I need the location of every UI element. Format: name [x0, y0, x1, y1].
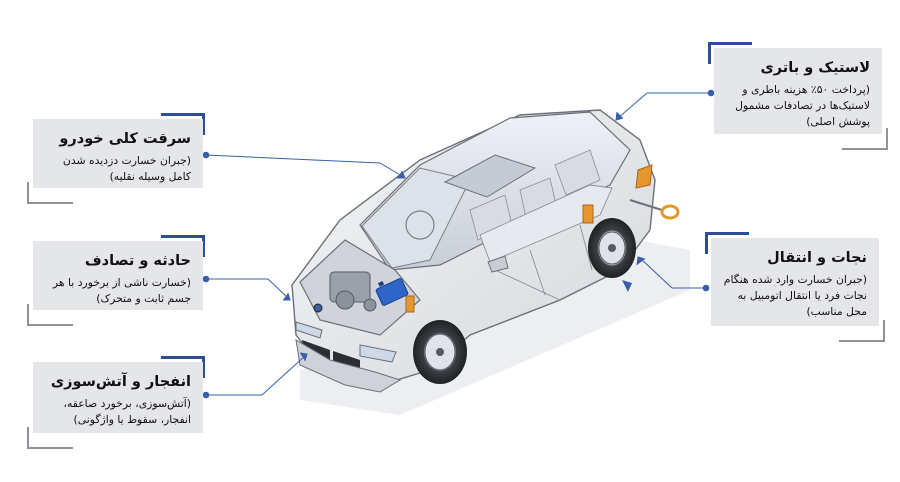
floor-shadow — [300, 235, 690, 415]
callout-description: (پرداخت ۵۰٪ هزینه باطری و لاستیک‌ها در ت… — [735, 83, 870, 128]
callout-theft: سرقت کلی خودرو (جبران خسارت دزدیده شدن ک… — [33, 119, 203, 188]
callout-title: نجات و انتقال — [767, 250, 867, 266]
callout-description: (جبران خسارت وارد شده هنگام نجات فرد یا … — [723, 273, 867, 318]
battery-icon — [375, 278, 409, 306]
callout-description: (آتش‌سوزی، برخورد صاعقه، انفجار، سقوط یا… — [63, 397, 192, 426]
bracket-top — [708, 42, 752, 64]
callout-title: حادثه و تصادف — [84, 253, 191, 269]
bracket-top — [161, 356, 205, 378]
tow-hook-icon — [629, 199, 680, 220]
bracket-bottom — [27, 304, 73, 326]
callout-title: انفجار و آتش‌سوزی — [50, 374, 191, 390]
bracket-bottom — [839, 320, 885, 342]
bracket-top — [161, 235, 205, 257]
front-wheel — [413, 320, 467, 384]
engine-bay — [299, 239, 421, 336]
bracket-top — [705, 232, 749, 254]
car-body — [291, 109, 656, 386]
bracket-bottom — [842, 128, 888, 150]
windshield — [361, 167, 471, 269]
callout-tire-battery: لاستیک و باتری (پرداخت ۵۰٪ هزینه باطری و… — [714, 48, 882, 134]
rear-wheel — [588, 218, 636, 278]
bracket-bottom — [27, 182, 73, 204]
bracket-bottom — [27, 427, 73, 449]
callout-rescue: نجات و انتقال (جبران خسارت وارد شده هنگا… — [711, 238, 879, 326]
callout-accident: حادثه و تصادف (خسارت ناشی از برخورد با ه… — [33, 241, 203, 310]
callout-fire: انفجار و آتش‌سوزی (آتش‌سوزی، برخورد صاعق… — [33, 362, 203, 433]
car-cabin — [359, 111, 631, 271]
callout-description: (خسارت ناشی از برخورد با هر جسم ثابت و م… — [52, 276, 191, 305]
headlight — [295, 321, 323, 339]
bracket-top — [161, 113, 205, 135]
callout-title: سرقت کلی خودرو — [59, 131, 191, 147]
connector-lines — [202, 89, 715, 399]
front-grille — [302, 340, 330, 365]
sunroof — [443, 154, 537, 198]
callout-description: (جبران خسارت دزدیده شدن کامل وسیله نقلیه… — [62, 154, 191, 183]
callout-title: لاستیک و باتری — [760, 60, 871, 76]
